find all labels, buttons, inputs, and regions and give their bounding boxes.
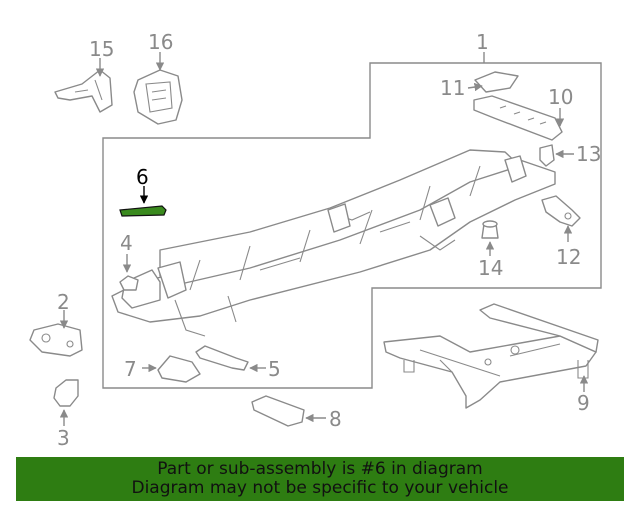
callout-15: 15	[89, 37, 114, 61]
part-15-bracket[interactable]	[54, 69, 113, 113]
part-11-bracket[interactable]	[474, 71, 519, 93]
part-2-mount[interactable]	[29, 323, 83, 357]
assembly-boundary	[102, 62, 602, 389]
info-banner: Part or sub-assembly is #6 in diagram Di…	[16, 457, 624, 501]
part-13-clip[interactable]	[539, 144, 555, 167]
banner-line-2: Diagram may not be specific to your vehi…	[131, 478, 509, 498]
callout-1: 1	[476, 30, 489, 54]
leader-11	[467, 82, 483, 92]
callout-16: 16	[148, 30, 173, 54]
callout-2: 2	[57, 290, 70, 314]
parts-diagram: 1 2 3 4 5 6 7 8 9 10 11 12 13 14 15 16	[29, 30, 602, 450]
part-12-bracket[interactable]	[541, 195, 581, 227]
part-16-mount[interactable]	[133, 69, 183, 125]
callout-6: 6	[136, 165, 149, 189]
callout-11: 11	[440, 76, 465, 100]
part-7-bracket[interactable]	[157, 355, 201, 383]
part-9-subframe[interactable]	[383, 303, 599, 409]
callout-13: 13	[576, 142, 601, 166]
part-3-insulator[interactable]	[53, 379, 79, 407]
part-4-clip[interactable]	[119, 275, 139, 291]
callout-8: 8	[329, 407, 342, 431]
part-6-highlighted[interactable]	[119, 205, 167, 217]
part-1-frame[interactable]	[111, 149, 556, 337]
part-5-bracket[interactable]	[195, 345, 249, 371]
callout-5: 5	[268, 357, 281, 381]
callout-9: 9	[577, 391, 590, 415]
part-8-skid-plate[interactable]	[251, 395, 305, 427]
part-10-crossmember[interactable]	[473, 95, 563, 141]
callout-12: 12	[556, 245, 581, 269]
callout-3: 3	[57, 426, 70, 450]
callout-7: 7	[124, 357, 137, 381]
banner-line-1: Part or sub-assembly is #6 in diagram	[157, 459, 483, 479]
callout-14: 14	[478, 256, 503, 280]
callout-10: 10	[548, 85, 573, 109]
callout-4: 4	[120, 231, 133, 255]
part-14-bushing[interactable]	[481, 220, 499, 239]
